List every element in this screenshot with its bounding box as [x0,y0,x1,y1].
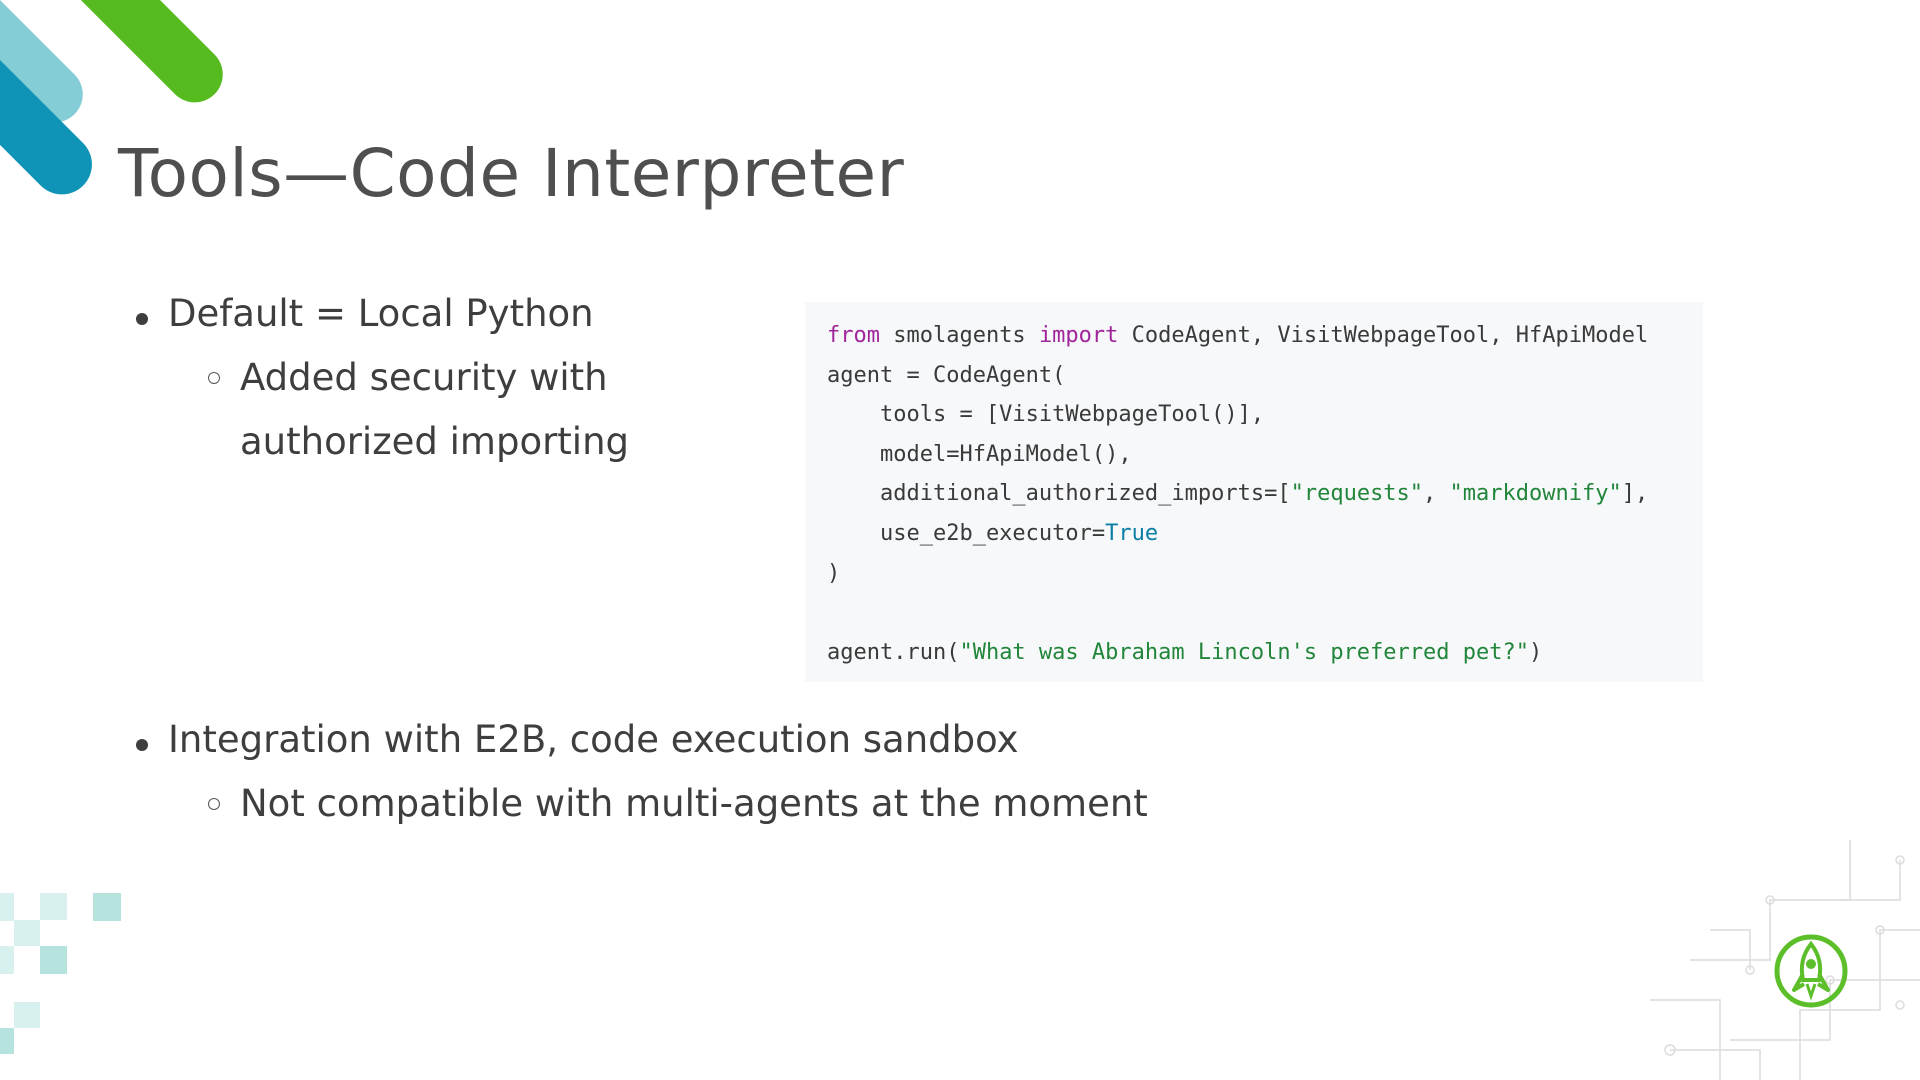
code-line-6: use_e2b_executor=True [827,514,1703,554]
code-text: CodeAgent, VisitWebpageTool, HfApiModel [1118,323,1649,348]
decor-pixel [0,893,14,921]
code-text: ], [1621,481,1649,507]
decor-pixel [14,920,40,946]
decor-pixel [0,946,14,974]
sub-bullet-security-line1: Added security with [208,346,608,410]
slide-title: Tools—Code Interpreter [118,135,905,212]
code-text: agent.run( [827,639,960,665]
decor-pixel [40,946,67,974]
decor-stripe-green [60,0,235,114]
decor-pixel [40,893,67,920]
code-line-7: ) [827,560,841,586]
code-line-1: from smolagents import CodeAgent, VisitW… [827,316,1703,356]
code-text: smolagents [879,323,1039,348]
code-text: , [1423,481,1450,507]
code-line-5: additional_authorized_imports=["requests… [827,474,1703,514]
decor-pixel [14,1002,40,1028]
code-line-3: tools = [VisitWebpageTool()], [827,402,1265,428]
code-keyword: from [827,323,880,348]
code-text: ) [1529,639,1543,665]
decor-pixel [93,893,121,921]
code-string: "requests" [1290,481,1424,507]
sub-bullet-multi-agents: Not compatible with multi-agents at the … [208,772,1148,836]
code-string: "What was Abraham Lincoln's preferred pe… [959,639,1529,665]
code-line-8 [827,593,1703,633]
decor-circuit-lines [1650,840,1920,1080]
code-line-9: agent.run("What was Abraham Lincoln's pr… [827,633,1703,673]
code-boolean: True [1105,520,1159,546]
code-line-4: model=HfApiModel(), [827,441,1132,467]
bullet-e2b-integration: Integration with E2B, code execution san… [136,718,1019,761]
code-block: from smolagents import CodeAgent, VisitW… [805,302,1703,682]
decor-pixel [0,1028,14,1054]
code-text: additional_authorized_imports=[ [827,481,1291,507]
code-keyword: import [1038,323,1119,348]
bullet-default-local-python: Default = Local Python [136,292,594,335]
code-line-2: agent = CodeAgent( [827,362,1066,388]
code-text: use_e2b_executor= [827,520,1106,546]
sub-bullet-security-line2: authorized importing [240,420,630,463]
rocket-circle-logo-icon [1774,934,1848,1008]
code-string: "markdownify" [1449,481,1622,507]
